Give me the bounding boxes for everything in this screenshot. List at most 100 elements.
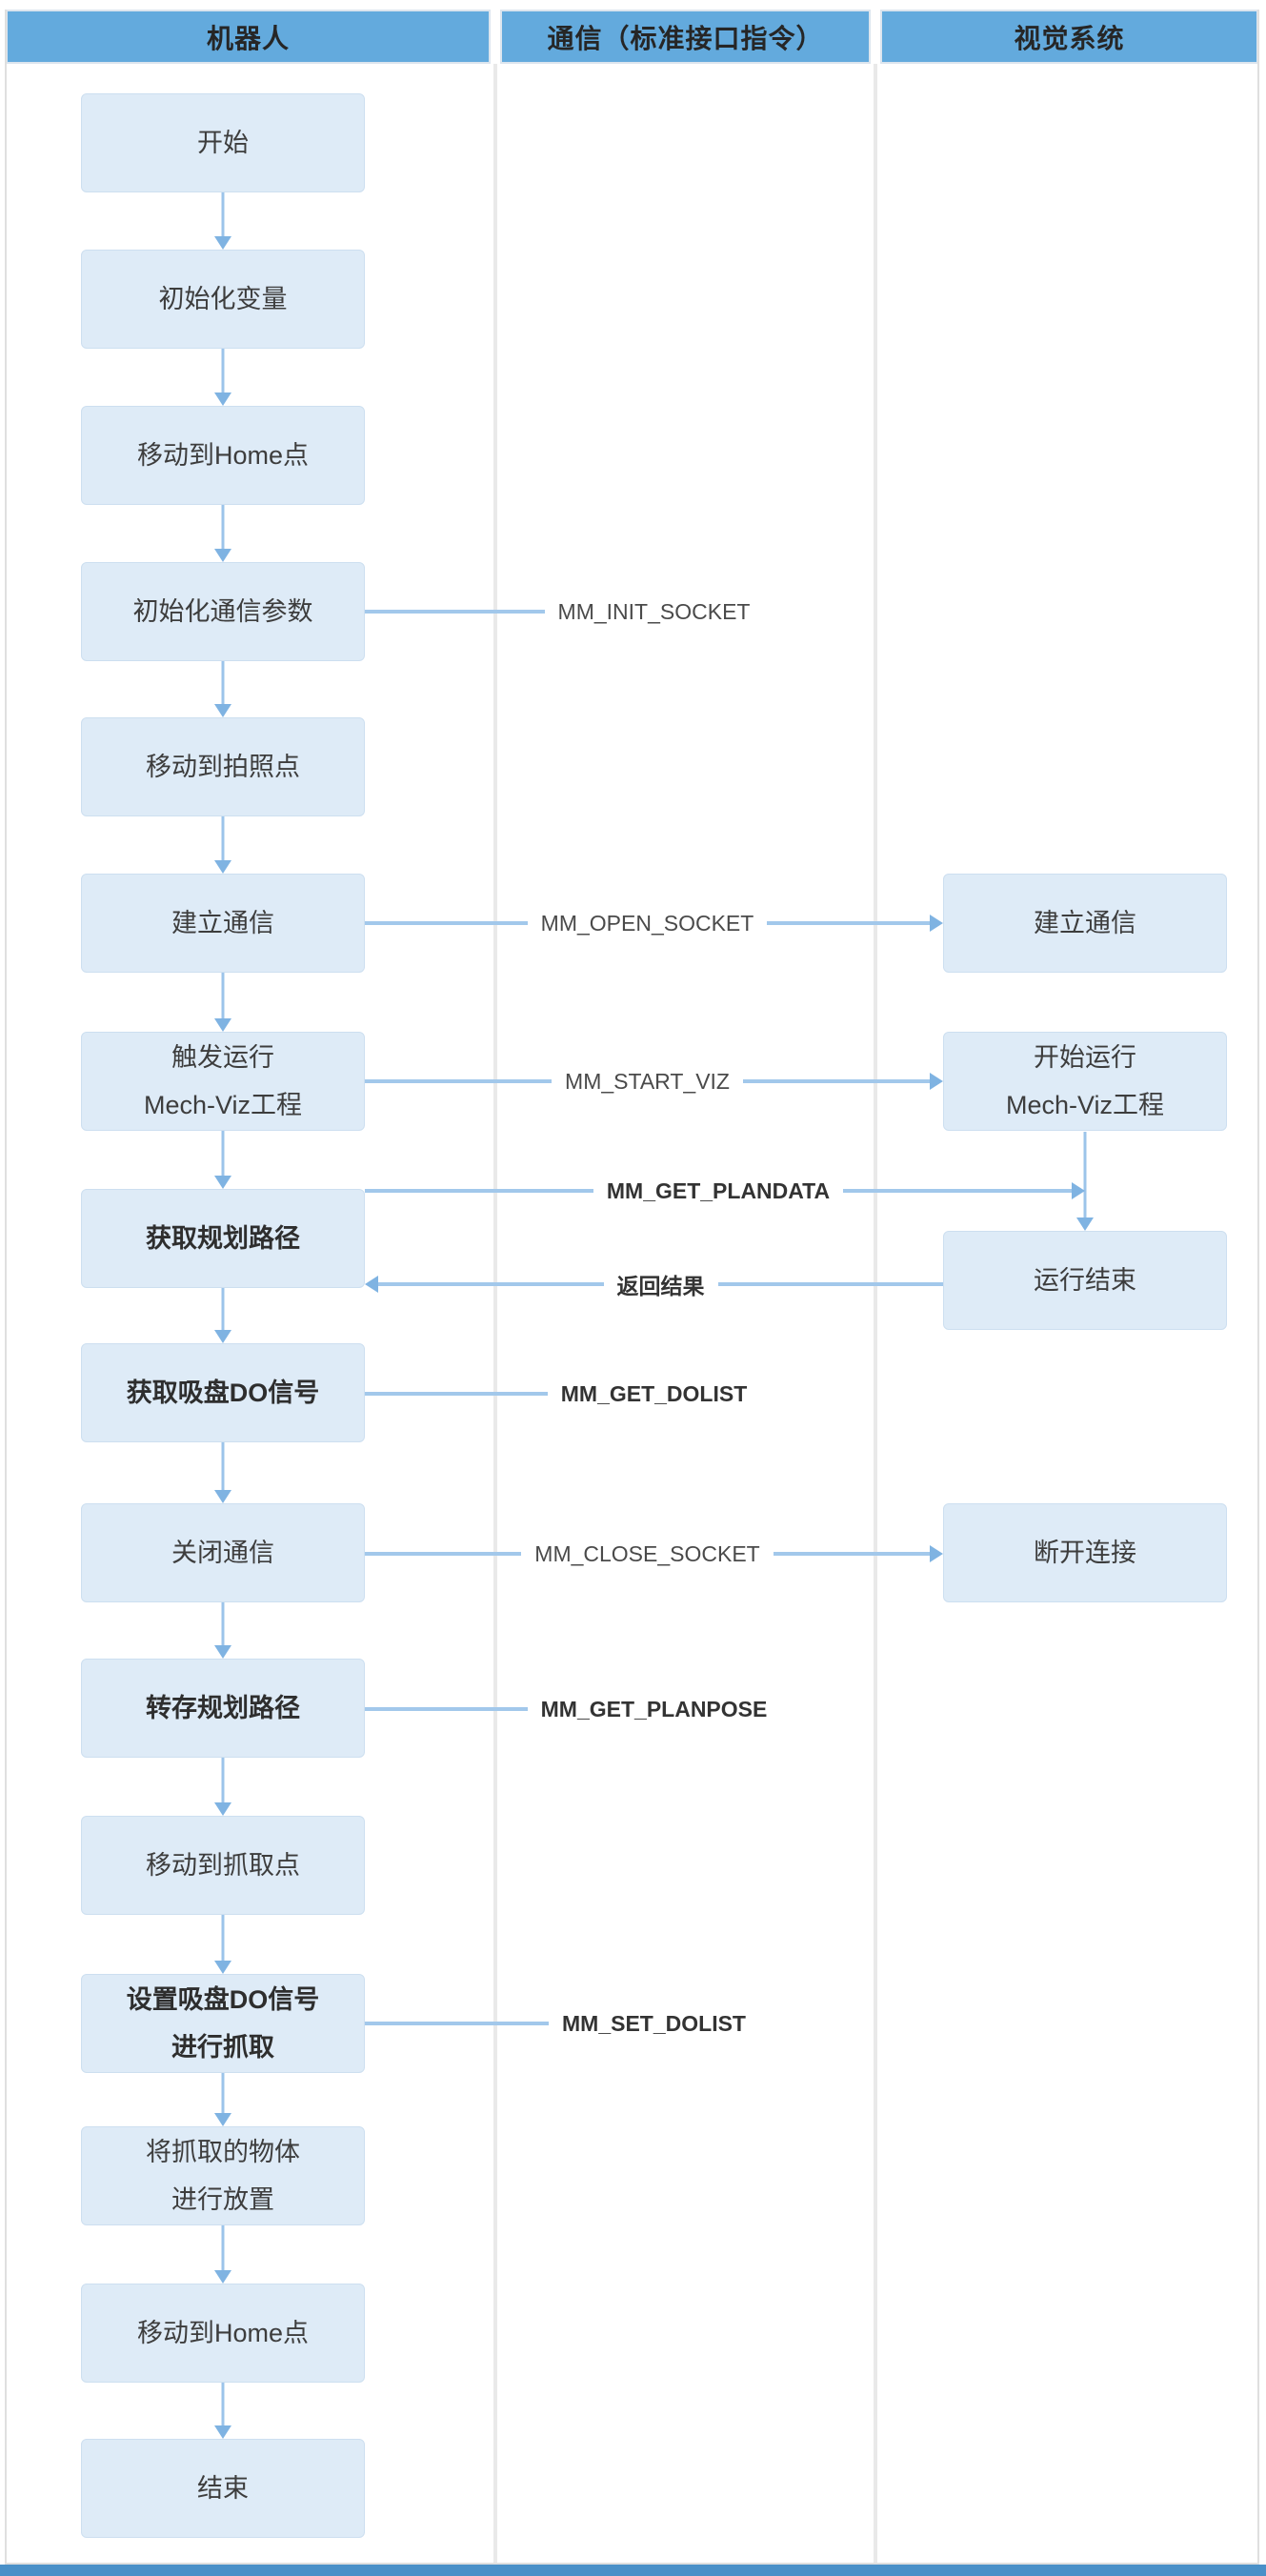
left-arrow-icon — [365, 1276, 378, 1293]
connector-spacer — [763, 610, 943, 614]
command-connector-MM_OPEN_SOCKET: MM_OPEN_SOCKET — [365, 910, 943, 936]
robot-step-5: 移动到拍照点 — [81, 717, 365, 816]
command-connector-MM_INIT_SOCKET: MM_INIT_SOCKET — [365, 598, 943, 624]
command-label: MM_START_VIZ — [565, 1068, 730, 1094]
lane-header-robot-label: 机器人 — [206, 23, 290, 53]
command-connector-MM_GET_DOLIST: MM_GET_DOLIST — [365, 1380, 943, 1406]
command-label: MM_GET_DOLIST — [560, 1380, 748, 1406]
robot-step-1-label: 开始 — [197, 129, 249, 157]
vision-step-2-label: 开始运行 — [1034, 1043, 1136, 1072]
vision-step-1: 建立通信 — [943, 874, 1227, 973]
robot-step-12-label: 移动到抓取点 — [146, 1851, 300, 1880]
lane-divider-right — [874, 64, 877, 2563]
robot-flow-arrow-8-down-arrow-icon — [214, 1330, 231, 1343]
footer-bar — [0, 2565, 1266, 2576]
robot-flow-arrow-12-line — [221, 1915, 225, 1963]
robot-step-12: 移动到抓取点 — [81, 1816, 365, 1915]
robot-step-14-label: 将抓取的物体 — [146, 2138, 300, 2166]
command-label: MM_GET_PLANDATA — [606, 1177, 831, 1203]
robot-step-13: 设置吸盘DO信号进行抓取 — [81, 1974, 365, 2073]
robot-step-7-label: Mech-Viz工程 — [143, 1091, 303, 1119]
lane-header-vision-label: 视觉系统 — [1014, 23, 1125, 53]
command-label: MM_INIT_SOCKET — [557, 598, 751, 624]
command-connector-MM_SET_DOLIST: MM_SET_DOLIST — [365, 2011, 943, 2036]
robot-step-3-label: 移动到Home点 — [136, 441, 310, 470]
robot-flow-arrow-15 — [213, 2383, 232, 2439]
robot-step-15-label: 移动到Home点 — [136, 2319, 310, 2347]
command-label: MM_GET_PLANPOSE — [540, 1696, 768, 1721]
connector-line — [365, 2022, 550, 2025]
robot-flow-arrow-2 — [213, 349, 232, 406]
robot-flow-arrow-12 — [213, 1915, 232, 1974]
robot-flow-arrow-3-line — [221, 505, 225, 552]
lane-header-comm-label: 通信（标准接口指令） — [547, 23, 824, 53]
robot-step-9: 获取吸盘DO信号 — [81, 1343, 365, 1442]
connector-spacer — [759, 2022, 943, 2025]
robot-flow-arrow-6-down-arrow-icon — [214, 1018, 231, 1032]
robot-flow-arrow-1 — [213, 192, 232, 250]
robot-flow-arrow-8 — [213, 1288, 232, 1343]
robot-flow-arrow-4 — [213, 661, 232, 717]
vision-flow-arrow-1-down-arrow-icon — [1076, 1218, 1094, 1231]
right-arrow-icon — [930, 1545, 944, 1562]
robot-flow-arrow-4-down-arrow-icon — [214, 704, 231, 717]
lane-header-vision: 视觉系统 — [880, 10, 1258, 64]
vision-step-4: 断开连接 — [943, 1503, 1227, 1602]
robot-flow-arrow-12-down-arrow-icon — [214, 1961, 231, 1974]
vision-step-4-label: 断开连接 — [1034, 1539, 1136, 1567]
connector-spacer — [780, 1707, 943, 1711]
vision-step-2: 开始运行 Mech-Viz工程 — [943, 1032, 1227, 1131]
robot-flow-arrow-14-down-arrow-icon — [214, 2270, 231, 2284]
robot-step-13-label: 进行抓取 — [171, 2033, 274, 2062]
robot-flow-arrow-15-line — [221, 2383, 225, 2428]
connector-line — [843, 1189, 1073, 1193]
connector-line — [365, 1079, 553, 1083]
robot-flow-arrow-9 — [213, 1442, 232, 1503]
vision-flow-arrow-1 — [1075, 1132, 1095, 1231]
vision-step-3: 运行结束 — [943, 1231, 1227, 1330]
connector-line — [767, 921, 930, 925]
robot-flow-arrow-14 — [213, 2225, 232, 2284]
right-arrow-icon — [930, 915, 943, 932]
robot-flow-arrow-2-line — [221, 349, 225, 395]
vision-step-3-label: 运行结束 — [1034, 1266, 1136, 1295]
frame-border-bottom — [5, 2563, 1259, 2565]
right-arrow-icon — [930, 1073, 944, 1090]
connector-line — [365, 1189, 593, 1193]
robot-step-14: 将抓取的物体进行放置 — [81, 2126, 365, 2225]
robot-step-14-label: 进行放置 — [171, 2185, 274, 2214]
command-label: MM_OPEN_SOCKET — [540, 910, 754, 936]
robot-flow-arrow-6 — [213, 973, 232, 1032]
connector-line — [365, 610, 545, 614]
vision-step-1-label: 建立通信 — [1034, 909, 1136, 937]
robot-flow-arrow-7-down-arrow-icon — [214, 1176, 231, 1189]
right-arrow-icon — [1072, 1182, 1086, 1199]
robot-step-10-label: 关闭通信 — [171, 1539, 274, 1567]
robot-step-16-label: 结束 — [197, 2474, 249, 2503]
robot-flow-arrow-5-line — [221, 816, 225, 863]
connector-line — [365, 921, 528, 925]
robot-flow-arrow-11-down-arrow-icon — [214, 1802, 231, 1816]
connector-line — [378, 1282, 604, 1286]
robot-flow-arrow-9-down-arrow-icon — [214, 1490, 231, 1503]
robot-step-4-label: 初始化通信参数 — [132, 597, 313, 626]
connector-spacer — [760, 1392, 943, 1396]
robot-flow-arrow-7-line — [221, 1131, 225, 1178]
robot-flow-arrow-10 — [213, 1602, 232, 1659]
connector-line — [742, 1079, 931, 1083]
robot-step-9-label: 获取吸盘DO信号 — [126, 1379, 320, 1407]
command-label: 返回结果 — [616, 1274, 705, 1298]
robot-step-3: 移动到Home点 — [81, 406, 365, 505]
lane-header-comm: 通信（标准接口指令） — [500, 10, 871, 64]
connector-line — [365, 1552, 522, 1556]
connector-line — [773, 1552, 931, 1556]
robot-step-6: 建立通信 — [81, 874, 365, 973]
frame-border-right — [1257, 10, 1259, 2565]
connector-line — [717, 1282, 943, 1286]
vision-step-2-label: Mech-Viz工程 — [1005, 1091, 1165, 1119]
robot-step-11: 转存规划路径 — [81, 1659, 365, 1758]
robot-flow-arrow-9-line — [221, 1442, 225, 1493]
robot-flow-arrow-2-down-arrow-icon — [214, 392, 231, 406]
